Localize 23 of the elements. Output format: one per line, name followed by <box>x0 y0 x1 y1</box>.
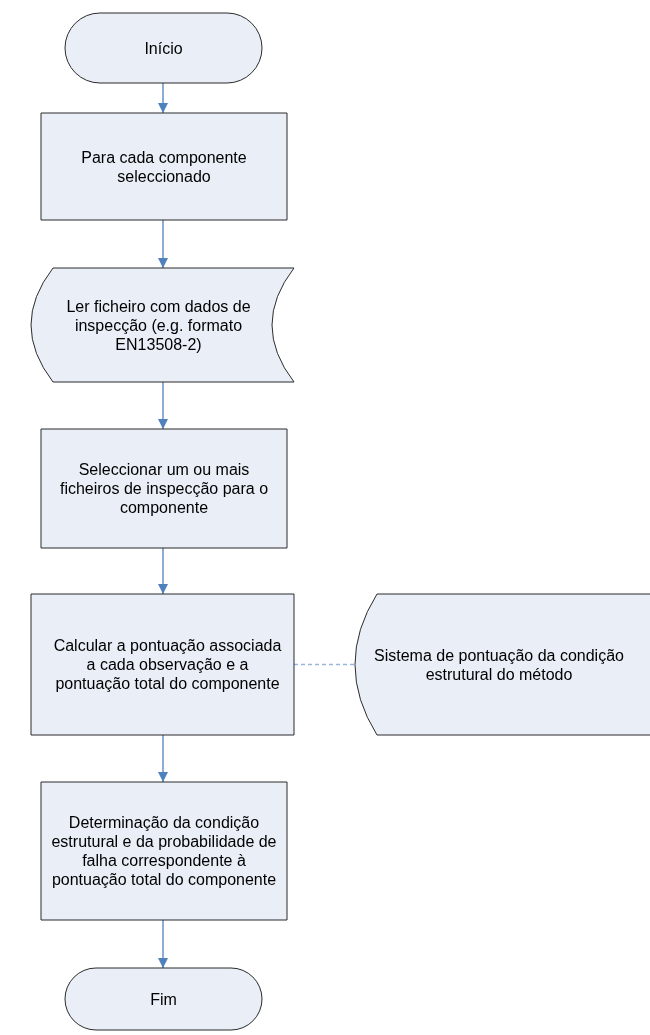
connector <box>158 734 168 783</box>
node-label: Sistema de pontuação da condição estrutural do método <box>373 645 625 684</box>
connector <box>158 381 168 430</box>
node-label: Fim <box>150 989 177 1009</box>
connector <box>158 82 168 114</box>
connector <box>158 547 168 595</box>
data-shape <box>31 268 294 382</box>
data-shape <box>355 594 650 735</box>
node-label: Ler ficheiro com dados de inspecção (e.g. formato EN13508-2) <box>65 296 252 354</box>
process-box <box>41 429 287 548</box>
connector <box>293 663 356 666</box>
connector <box>158 919 168 969</box>
node-label: Seleccionar um ou mais ficheiros de inspecção para o componente <box>58 460 270 517</box>
process-box <box>31 594 294 735</box>
node-label: Para cada componente seleccionado <box>80 147 248 186</box>
terminator-shape <box>65 968 262 1030</box>
node-label: Início <box>144 38 183 58</box>
process-box <box>41 782 287 920</box>
node-label: Determinação da condição estrutural e da probabilidade de falha correspondente à pontuação total do componente <box>50 813 278 889</box>
connector <box>158 219 168 269</box>
process-box <box>41 113 287 220</box>
node-label: Calcular a pontuação associada a cada observação e a pontuação total do componente <box>52 636 283 693</box>
terminator-shape <box>65 13 262 83</box>
